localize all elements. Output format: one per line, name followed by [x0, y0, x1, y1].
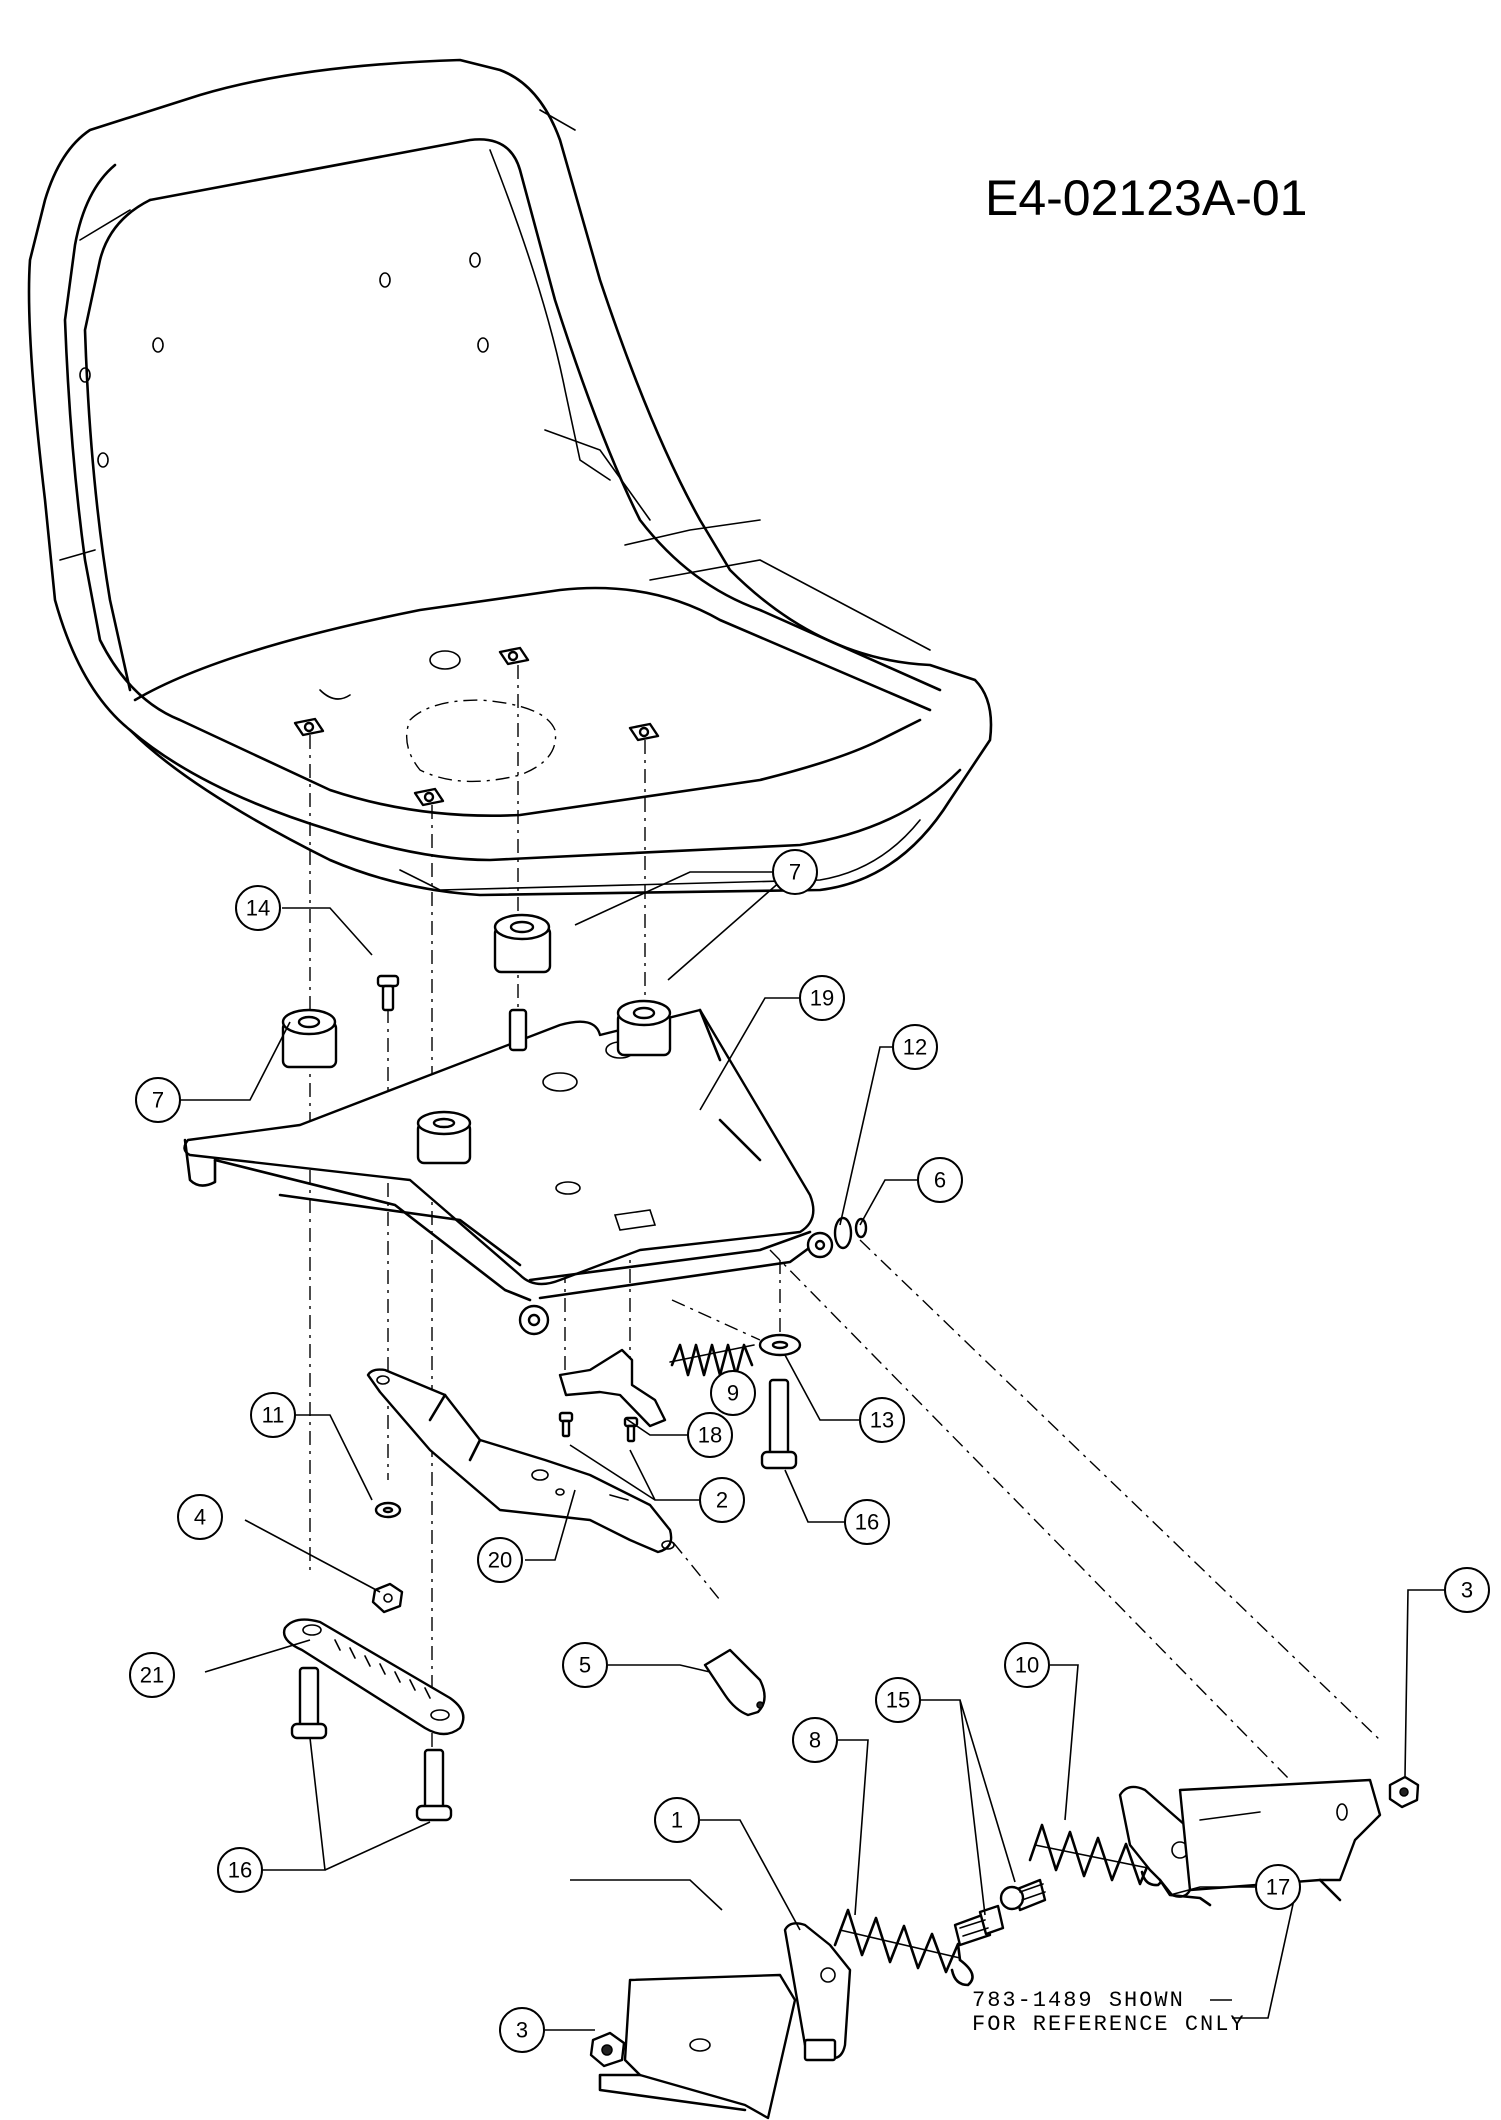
reference-note: 783-1489 SHOWN FOR REFERENCE CNLY: [972, 1988, 1246, 2037]
spring-bracket-part-1: [783, 1922, 852, 2062]
pivot-hardware: [833, 1216, 868, 1250]
svg-text:13: 13: [870, 1408, 894, 1433]
latch-bracket-part-18: [558, 1348, 667, 1428]
callout-7: 7: [772, 849, 818, 895]
callout-13: 13: [859, 1397, 905, 1443]
svg-text:16: 16: [228, 1858, 252, 1883]
svg-text:15: 15: [886, 1688, 910, 1713]
svg-text:10: 10: [1015, 1653, 1039, 1678]
svg-text:11: 11: [262, 1403, 285, 1428]
callout-11: 11: [250, 1392, 296, 1438]
leader-lines: [180, 871, 1445, 2031]
svg-text:17: 17: [1266, 1875, 1290, 1900]
svg-text:2: 2: [716, 1488, 728, 1513]
callout-10: 10: [1004, 1642, 1050, 1688]
grip-part-5: [703, 1648, 766, 1717]
seat-pan-bracket: [183, 1008, 834, 1336]
washer-part-11: [374, 1501, 402, 1519]
screws-part-2: [558, 1411, 639, 1443]
callout-8: 8: [792, 1717, 838, 1763]
svg-text:7: 7: [152, 1088, 164, 1113]
svg-text:9: 9: [727, 1381, 739, 1406]
callout-6: 6: [917, 1157, 963, 1203]
svg-text:14: 14: [246, 896, 270, 921]
callout-3: 3: [1444, 1567, 1490, 1613]
svg-text:18: 18: [698, 1423, 722, 1448]
washer-part-13: [758, 1333, 802, 1357]
callout-7: 7: [135, 1077, 181, 1123]
screw-part-14: [376, 974, 400, 1012]
shoulder-bolts-part-16: [290, 1666, 453, 1822]
callout-20: 20: [477, 1537, 523, 1583]
callout-12: 12: [892, 1024, 938, 1070]
callout-2: 2: [699, 1477, 745, 1523]
svg-text:7: 7: [789, 860, 801, 885]
callout-15: 15: [875, 1677, 921, 1723]
callout-16: 16: [217, 1847, 263, 1893]
callout-5: 5: [562, 1642, 608, 1688]
shoulder-bolt-part-16: [760, 1378, 798, 1470]
svg-text:8: 8: [809, 1728, 821, 1753]
svg-text:3: 3: [1461, 1578, 1473, 1603]
callout-18: 18: [687, 1412, 733, 1458]
callout-1: 1: [654, 1797, 700, 1843]
callout-3: 3: [499, 2007, 545, 2053]
svg-text:4: 4: [194, 1505, 206, 1530]
adjust-lever-part-20: [366, 1368, 675, 1554]
svg-text:1: 1: [671, 1808, 683, 1833]
drawing-id: E4-02123A-01: [985, 170, 1307, 226]
svg-text:19: 19: [810, 986, 834, 1011]
svg-text:16: 16: [855, 1510, 879, 1535]
svg-text:21: 21: [140, 1663, 164, 1688]
mount-plate-right: [1178, 1778, 1382, 1902]
svg-text:FOR REFERENCE CNLY: FOR REFERENCE CNLY: [972, 2012, 1246, 2037]
svg-text:5: 5: [579, 1653, 591, 1678]
callout-16: 16: [844, 1499, 890, 1545]
seat-shell: [27, 58, 993, 897]
mount-plate-left: [598, 1973, 797, 2120]
svg-text:6: 6: [934, 1168, 946, 1193]
stud-part: [508, 1008, 528, 1052]
callout-4: 4: [177, 1494, 223, 1540]
svg-text:12: 12: [903, 1035, 927, 1060]
spring-part-8: [833, 1908, 974, 1987]
nut-part-4: [371, 1582, 404, 1614]
nut-part-3-right: [1388, 1775, 1420, 1809]
nut-part-3-lower: [589, 2031, 626, 2068]
svg-text:783-1489 SHOWN: 783-1489 SHOWN: [972, 1988, 1185, 2013]
eyebolts-part-15: [953, 1878, 1047, 1947]
svg-text:3: 3: [516, 2018, 528, 2043]
spring-part-9: [669, 1343, 755, 1377]
callout-17: 17: [1255, 1864, 1301, 1910]
callout-9: 9: [710, 1370, 756, 1416]
bushing-part-7: [281, 913, 672, 1165]
callout-19: 19: [799, 975, 845, 1021]
callout-14: 14: [235, 885, 281, 931]
svg-text:20: 20: [488, 1548, 512, 1573]
callout-21: 21: [129, 1652, 175, 1698]
